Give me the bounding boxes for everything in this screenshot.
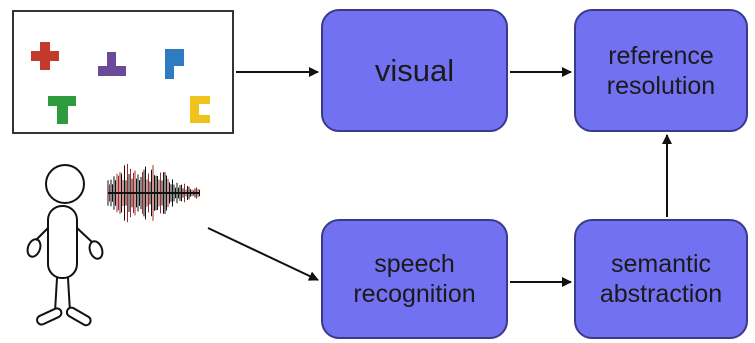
speech-recognition-label-line-2: recognition — [353, 280, 476, 308]
speaker-stick-figure-icon — [26, 164, 104, 327]
semantic-abstraction-label-line-1: semantic — [610, 250, 712, 278]
semantic-abstraction-node: semantic abstraction — [574, 219, 748, 339]
reference-resolution-label-line-1: reference — [608, 41, 714, 70]
visual-node: visual — [321, 9, 508, 132]
reference-resolution-label-line-2: resolution — [606, 71, 716, 100]
semantic-abstraction-label-line-2: abstraction — [599, 280, 723, 308]
purple-piece-icon — [98, 52, 126, 76]
speech-waveform-icon — [107, 163, 200, 223]
reference-resolution-node: reference resolution — [574, 9, 748, 132]
speech-recognition-label-line-1: speech — [374, 250, 455, 278]
blue-p-piece-icon — [165, 49, 184, 79]
yellow-c-piece-icon — [190, 96, 210, 123]
red-cross-piece-icon — [31, 42, 59, 70]
arrow-speaker-to-speech — [207, 227, 319, 281]
speech-recognition-node: speech recognition — [321, 219, 508, 339]
puzzle-pieces-scene — [31, 42, 210, 124]
scene-image-panel — [12, 10, 234, 134]
visual-node-label: visual — [374, 52, 455, 88]
green-t-piece-icon — [48, 96, 76, 124]
